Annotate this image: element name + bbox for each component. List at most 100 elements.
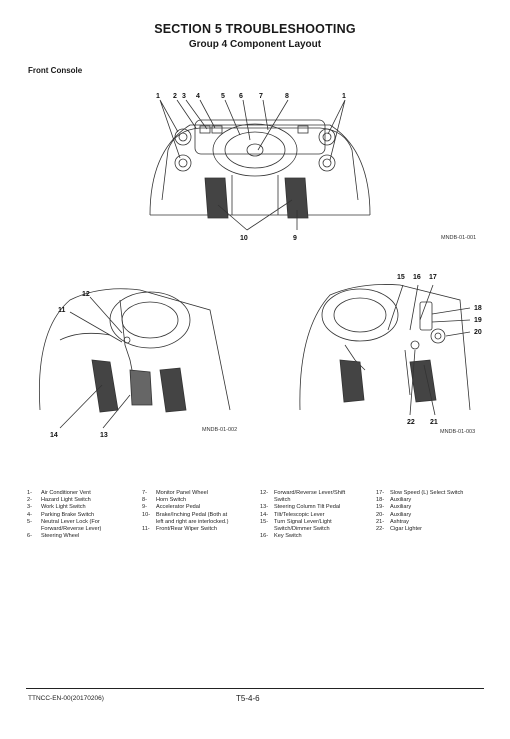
figure-1-callout: 7: [259, 93, 263, 100]
legend-item: 15-Turn Signal Lever/Light: [260, 519, 345, 526]
figure-caption: MNDB-01-001: [441, 235, 477, 241]
legend-number: 19-: [376, 504, 385, 511]
legend-column: 12- Forward/Reverse Lever/Shift Switch 13…: [260, 490, 345, 540]
legend-text: Hazard Light Switch: [41, 497, 91, 504]
figure-2-callout: 11: [58, 307, 66, 314]
legend-number: 13-: [260, 504, 269, 511]
legend-item: 10-Brake/Inching Pedal (Both at: [142, 512, 228, 519]
figure-1-callout: 3: [182, 93, 186, 100]
legend-text: Steering Column Tilt Pedal: [274, 504, 341, 511]
legend-column: 17-Slow Speed (L) Select Switch 18-Auxil…: [376, 490, 463, 533]
document-code: TTNCC-EN-00(20170206): [28, 695, 104, 702]
figure-3-callout: 17: [429, 274, 437, 281]
legend-number: 4-: [27, 511, 32, 518]
legend-text: Monitor Panel Wheel: [156, 490, 208, 496]
legend-text: Neutral Lever Lock (For: [41, 518, 100, 525]
legend-number: 11-: [142, 526, 150, 533]
legend-text: Brake/Inching Pedal (Both at: [156, 511, 228, 518]
legend-number: 2-: [27, 497, 32, 504]
legend-number: 12-: [260, 490, 269, 496]
legend-text: Ashtray: [390, 518, 409, 525]
legend-number: 21-: [376, 518, 385, 525]
section-label: Front Console: [28, 66, 83, 75]
legend-number: 14-: [260, 511, 269, 518]
legend-text: Cigar Lighter: [390, 526, 423, 533]
legend-text: Forward/Reverse Lever/Shift: [274, 490, 346, 496]
figure-1-callout: 8: [285, 93, 289, 100]
legend-text: Forward/Reverse Lever): [41, 526, 102, 533]
legend-item: 4- Parking Brake Switch: [27, 512, 101, 519]
component-illustrations: 1 2 3 4 5 6 7 8 1 10 9 12 11 14 13 15 16…: [39, 93, 482, 439]
legend-text: Air Conditioner Vent: [41, 490, 91, 496]
figure-caption: MNDB-01-003: [440, 429, 476, 435]
legend-number: [27, 526, 41, 533]
legend-text: Auxiliary: [390, 497, 412, 504]
legend-text: Key Switch: [274, 533, 302, 540]
legend-item: 14-Tilt/Telescopic Lever: [260, 512, 345, 519]
legend-number: 17-: [376, 490, 385, 496]
legend-number: 18-: [376, 497, 385, 504]
legend-text: Horn Switch: [156, 497, 187, 504]
legend-item: Forward/Reverse Lever): [27, 526, 101, 533]
figure-1-callout: 9: [293, 235, 297, 242]
legend-item: left and right are interlocked.): [142, 519, 228, 526]
legend-item: 1- Air Conditioner Vent: [27, 490, 101, 497]
figure-3-callout: 16: [413, 274, 421, 281]
figure-3-right-view: [299, 284, 471, 411]
legend-item: 3- Work Light Switch: [27, 504, 101, 511]
legend-number: 20-: [376, 511, 385, 518]
figure-1-callout: 10: [240, 235, 248, 242]
legend-item: 20-Auxiliary: [376, 512, 463, 519]
legend-number: [260, 497, 274, 504]
legend-text: Turn Signal Lever/Light: [274, 518, 332, 525]
figure-2-callout: 14: [50, 432, 58, 439]
legend-number: [142, 519, 156, 526]
legend-item: 7- Monitor Panel Wheel: [142, 490, 228, 497]
figure-2-left-view: [39, 288, 231, 413]
legend-number: 9-: [142, 504, 147, 511]
legend-text: left and right are interlocked.): [156, 518, 229, 525]
legend-item: 13- Steering Column Tilt Pedal: [260, 504, 345, 511]
legend-item: 21- Ashtray: [376, 519, 463, 526]
legend-text: Auxiliary: [390, 504, 412, 511]
legend-number: 8-: [142, 497, 147, 504]
figure-3-callout: 21: [430, 419, 438, 426]
legend-text: Work Light Switch: [41, 504, 86, 511]
legend-item: 12- Forward/Reverse Lever/Shift: [260, 490, 345, 497]
legend-number: [260, 526, 274, 533]
figure-1-callout: 1: [342, 93, 346, 100]
figure-3-callout: 19: [474, 317, 482, 324]
legend-item: 16- Key Switch: [260, 533, 345, 540]
legend-item: 9- Accelerator Pedal: [142, 504, 228, 511]
footer-divider: [26, 688, 484, 689]
legend-text: Switch/Dimmer Switch: [274, 526, 330, 533]
legend-item: Switch/Dimmer Switch: [260, 526, 345, 533]
legend-number: 16-: [260, 533, 269, 540]
legend-text: Parking Brake Switch: [41, 511, 95, 518]
legend-item: Switch: [260, 497, 345, 504]
legend-item: 8- Horn Switch: [142, 497, 228, 504]
legend-item: 5- Neutral Lever Lock (For: [27, 519, 101, 526]
figure-1-callout: 4: [196, 93, 200, 100]
legend-number: 3-: [27, 504, 32, 511]
figure-3-callout: 22: [407, 419, 415, 426]
legend-number: 7-: [142, 490, 147, 496]
figure-2-callout: 12: [82, 291, 90, 298]
legend-number: 5-: [27, 518, 32, 525]
page-number: T5-4-6: [236, 694, 260, 703]
figure-1-callout: 5: [221, 93, 225, 100]
legend-text: Switch: [274, 497, 291, 504]
group-title: Group 4 Component Layout: [188, 39, 322, 50]
figure-3-callout: 15: [397, 274, 405, 281]
legend-number: 1-: [27, 490, 32, 496]
legend-column: 1- Air Conditioner Vent 2- Hazard Light Sw…: [27, 490, 101, 540]
legend-text: Accelerator Pedal: [156, 504, 201, 511]
figure-3-callout: 20: [474, 329, 482, 336]
legend-item: 19- Auxiliary: [376, 504, 463, 511]
legend-column: 7- Monitor Panel Wheel 8- Horn Switch 9- Ac…: [142, 490, 228, 533]
legend-number: 22-: [376, 526, 385, 533]
figure-2-callout: 13: [100, 432, 108, 439]
legend-number: 6-: [27, 533, 32, 540]
figure-1-callout: 1: [156, 93, 160, 100]
legend-text: Steering Wheel: [41, 533, 80, 540]
